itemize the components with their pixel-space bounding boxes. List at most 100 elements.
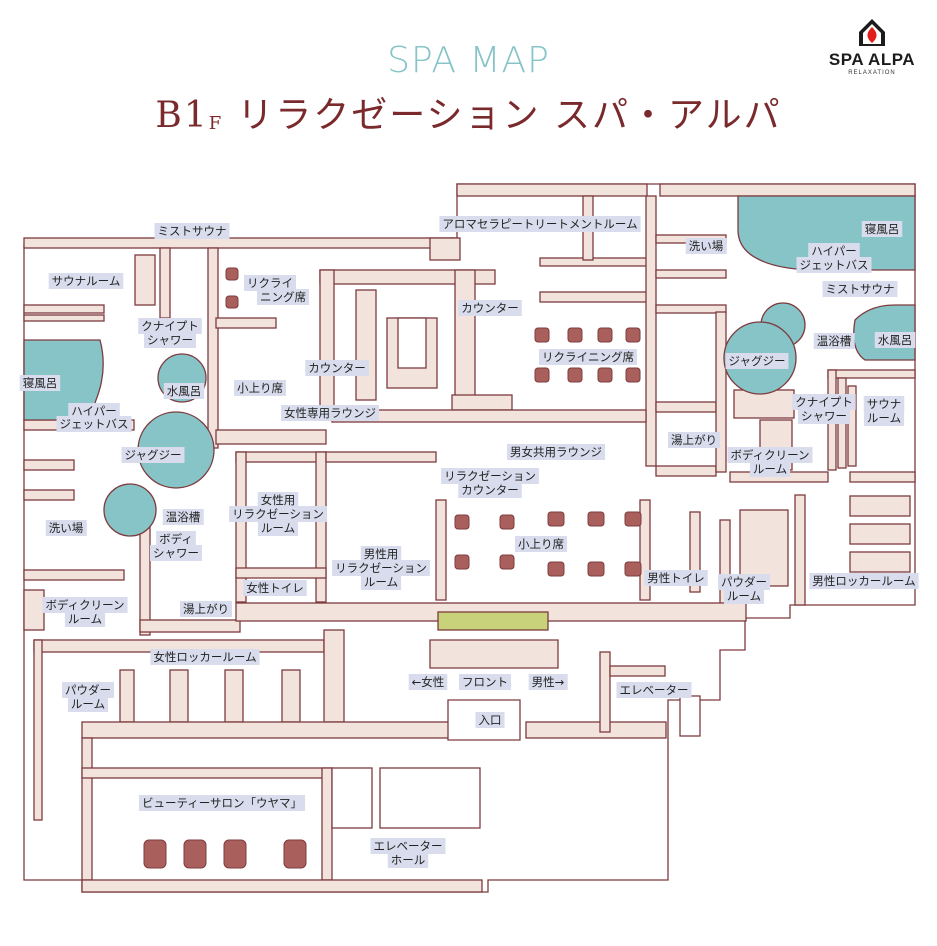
map-label: 洗い場 — [49, 521, 84, 535]
map-label: ジャグジー — [729, 354, 786, 368]
map-label-background — [360, 574, 402, 590]
map-label: リラクゼーション — [444, 469, 536, 483]
map-label: ルーム — [68, 612, 102, 626]
map-label: ルーム — [727, 589, 761, 603]
map-label-background — [644, 570, 708, 586]
map-label-background — [138, 318, 202, 334]
map-label-background — [229, 506, 327, 522]
map-label-background — [257, 492, 299, 508]
map-label: ハイパー — [71, 404, 117, 418]
map-label-background — [458, 482, 522, 498]
map-label: 温浴槽 — [817, 334, 852, 348]
map-label: 水風呂 — [878, 333, 913, 347]
map-label-background — [56, 416, 132, 432]
map-label-background — [360, 546, 402, 562]
building-walls — [23, 183, 916, 893]
map-label-background — [67, 696, 109, 712]
map-label: 温浴槽 — [166, 510, 201, 524]
map-label: エレベーター — [374, 839, 443, 853]
map-label: クナイプト — [795, 395, 853, 409]
map-title: SPA MAP — [387, 40, 550, 81]
map-label-background — [150, 649, 260, 665]
map-label: 女性専用ラウンジ — [284, 406, 376, 420]
map-label-background — [121, 447, 185, 463]
map-label: ジェットバス — [800, 258, 869, 272]
map-label: 水風呂 — [167, 384, 202, 398]
map-label-background — [796, 257, 872, 273]
map-label-background — [144, 332, 196, 348]
map-label: 男性用 — [364, 547, 399, 561]
logo-name: SPA ALPA — [828, 50, 916, 69]
map-label: クナイプト — [141, 319, 199, 333]
map-label-background — [718, 574, 770, 590]
map-label: フロント — [462, 675, 508, 689]
map-label-background — [439, 216, 641, 232]
map-label-background — [234, 380, 286, 396]
spa-alpa-logo: SPA ALPA RELAXATION — [822, 18, 922, 76]
map-label-background — [257, 289, 309, 305]
map-label-background — [19, 375, 61, 391]
map-label-background — [809, 573, 919, 589]
map-label-background — [808, 243, 860, 259]
map-label-background — [138, 795, 306, 811]
map-label: シャワー — [147, 333, 193, 347]
map-label: ルーム — [867, 411, 901, 425]
map-label-background — [507, 444, 605, 460]
map-label-background — [798, 408, 850, 424]
map-label: ボディクリーン — [730, 448, 809, 462]
map-label: ボディクリーン — [45, 598, 124, 612]
map-label: パウダー — [65, 683, 111, 697]
map-label: リラクゼーション — [232, 507, 324, 521]
map-label-background — [727, 447, 813, 463]
map-label: 男性→ — [532, 675, 565, 689]
map-label: ルーム — [261, 521, 295, 535]
map-label: リクライニング席 — [542, 350, 634, 364]
map-label: 女性トイレ — [246, 581, 304, 595]
map-label-background — [408, 674, 448, 690]
floor-number: B1 — [155, 95, 209, 136]
map-label-background — [515, 536, 567, 552]
map-label: シャワー — [153, 546, 199, 560]
map-label-background — [822, 281, 898, 297]
map-label: リクライ — [247, 276, 293, 290]
map-label: 女性用 — [261, 493, 296, 507]
map-label-background — [162, 509, 204, 525]
map-label: シャワー — [801, 409, 847, 423]
map-label-background — [150, 545, 202, 561]
map-label: ハイパー — [811, 244, 857, 258]
map-label-background — [861, 221, 903, 237]
map-label: ルーム — [753, 462, 787, 476]
floor-suffix: F — [208, 113, 224, 134]
map-label-background — [874, 332, 916, 348]
map-label-background — [528, 674, 568, 690]
flame-house-icon — [859, 19, 885, 46]
map-label-background — [749, 461, 791, 477]
map-label-background — [64, 611, 106, 627]
map-label-background — [792, 394, 856, 410]
map-label: 湯上がり — [671, 433, 717, 447]
map-label-background — [48, 273, 124, 289]
map-label: パウダー — [721, 575, 767, 589]
logo-subtitle: RELAXATION — [848, 70, 896, 76]
map-label: ルーム — [364, 575, 398, 589]
map-label: ミストサウナ — [826, 282, 895, 296]
map-label: 入口 — [479, 713, 502, 727]
map-label: ジャグジー — [125, 448, 182, 462]
map-label: 男女共用ラウンジ — [510, 445, 602, 459]
map-label-background — [441, 468, 539, 484]
map-label-background — [370, 838, 446, 854]
map-label-background — [863, 410, 905, 426]
map-label-background — [813, 333, 855, 349]
map-label-background — [243, 580, 307, 596]
map-label: カウンター — [461, 301, 519, 315]
facility-name: リラクゼーション スパ・アルパ — [237, 95, 782, 136]
map-label-background — [475, 712, 505, 728]
map-label: ジェットバス — [60, 417, 129, 431]
map-label: 女性ロッカールーム — [153, 650, 256, 664]
map-label: 男性トイレ — [647, 571, 705, 585]
map-label-background — [156, 531, 196, 547]
map-label-background — [725, 353, 789, 369]
map-label: ボディ — [159, 532, 193, 546]
map-label-background — [616, 682, 692, 698]
